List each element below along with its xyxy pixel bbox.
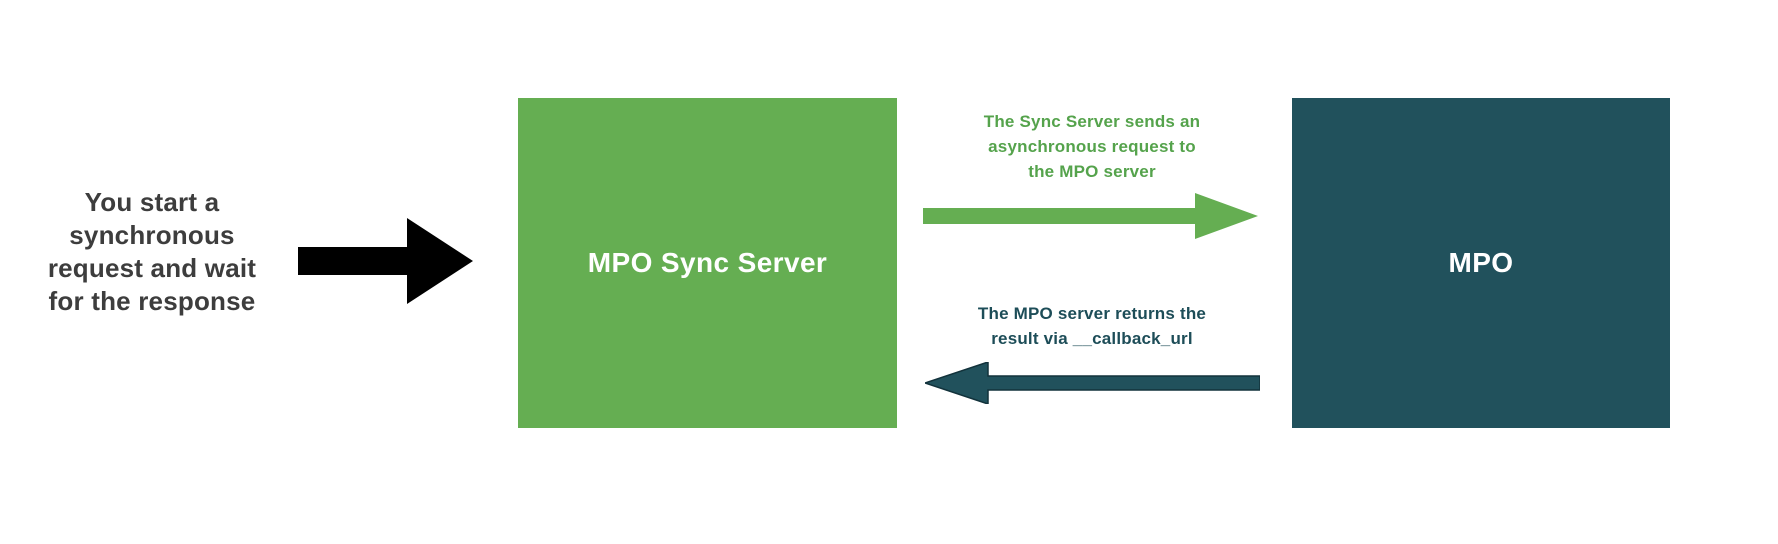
flow-label-line: The MPO server returns the: [977, 304, 1207, 323]
arrow-right-shape: [923, 193, 1258, 239]
caption-line: for the response: [48, 286, 256, 316]
node-mpo: MPO: [1292, 98, 1670, 428]
sync-request-arrow-icon: [298, 218, 473, 304]
caption-line: synchronous: [69, 220, 235, 250]
flow-label-line: the MPO server: [1028, 162, 1156, 181]
flow-label-line: asynchronous request to: [988, 137, 1196, 156]
callback-response-arrow-icon: [925, 362, 1260, 404]
flow-label-line: The Sync Server sends an: [983, 112, 1201, 131]
flow-label-line: result via __callback_url: [991, 329, 1193, 348]
node-mpo-sync-server-label: MPO Sync Server: [587, 247, 828, 278]
caption-line: request and wait: [47, 253, 257, 283]
async-request-arrow-icon: [923, 193, 1258, 239]
arrow-left-shape: [925, 362, 1260, 404]
node-mpo-label: MPO: [1448, 247, 1514, 278]
sync-request-caption: You start a synchronous request and wait…: [30, 186, 274, 318]
node-mpo-sync-server: MPO Sync Server: [518, 98, 897, 428]
async-request-label: The Sync Server sends an asynchronous re…: [962, 109, 1222, 184]
arrow-right-shape: [298, 218, 473, 304]
callback-response-label: The MPO server returns the result via __…: [962, 301, 1222, 351]
caption-line: You start a: [84, 187, 220, 217]
